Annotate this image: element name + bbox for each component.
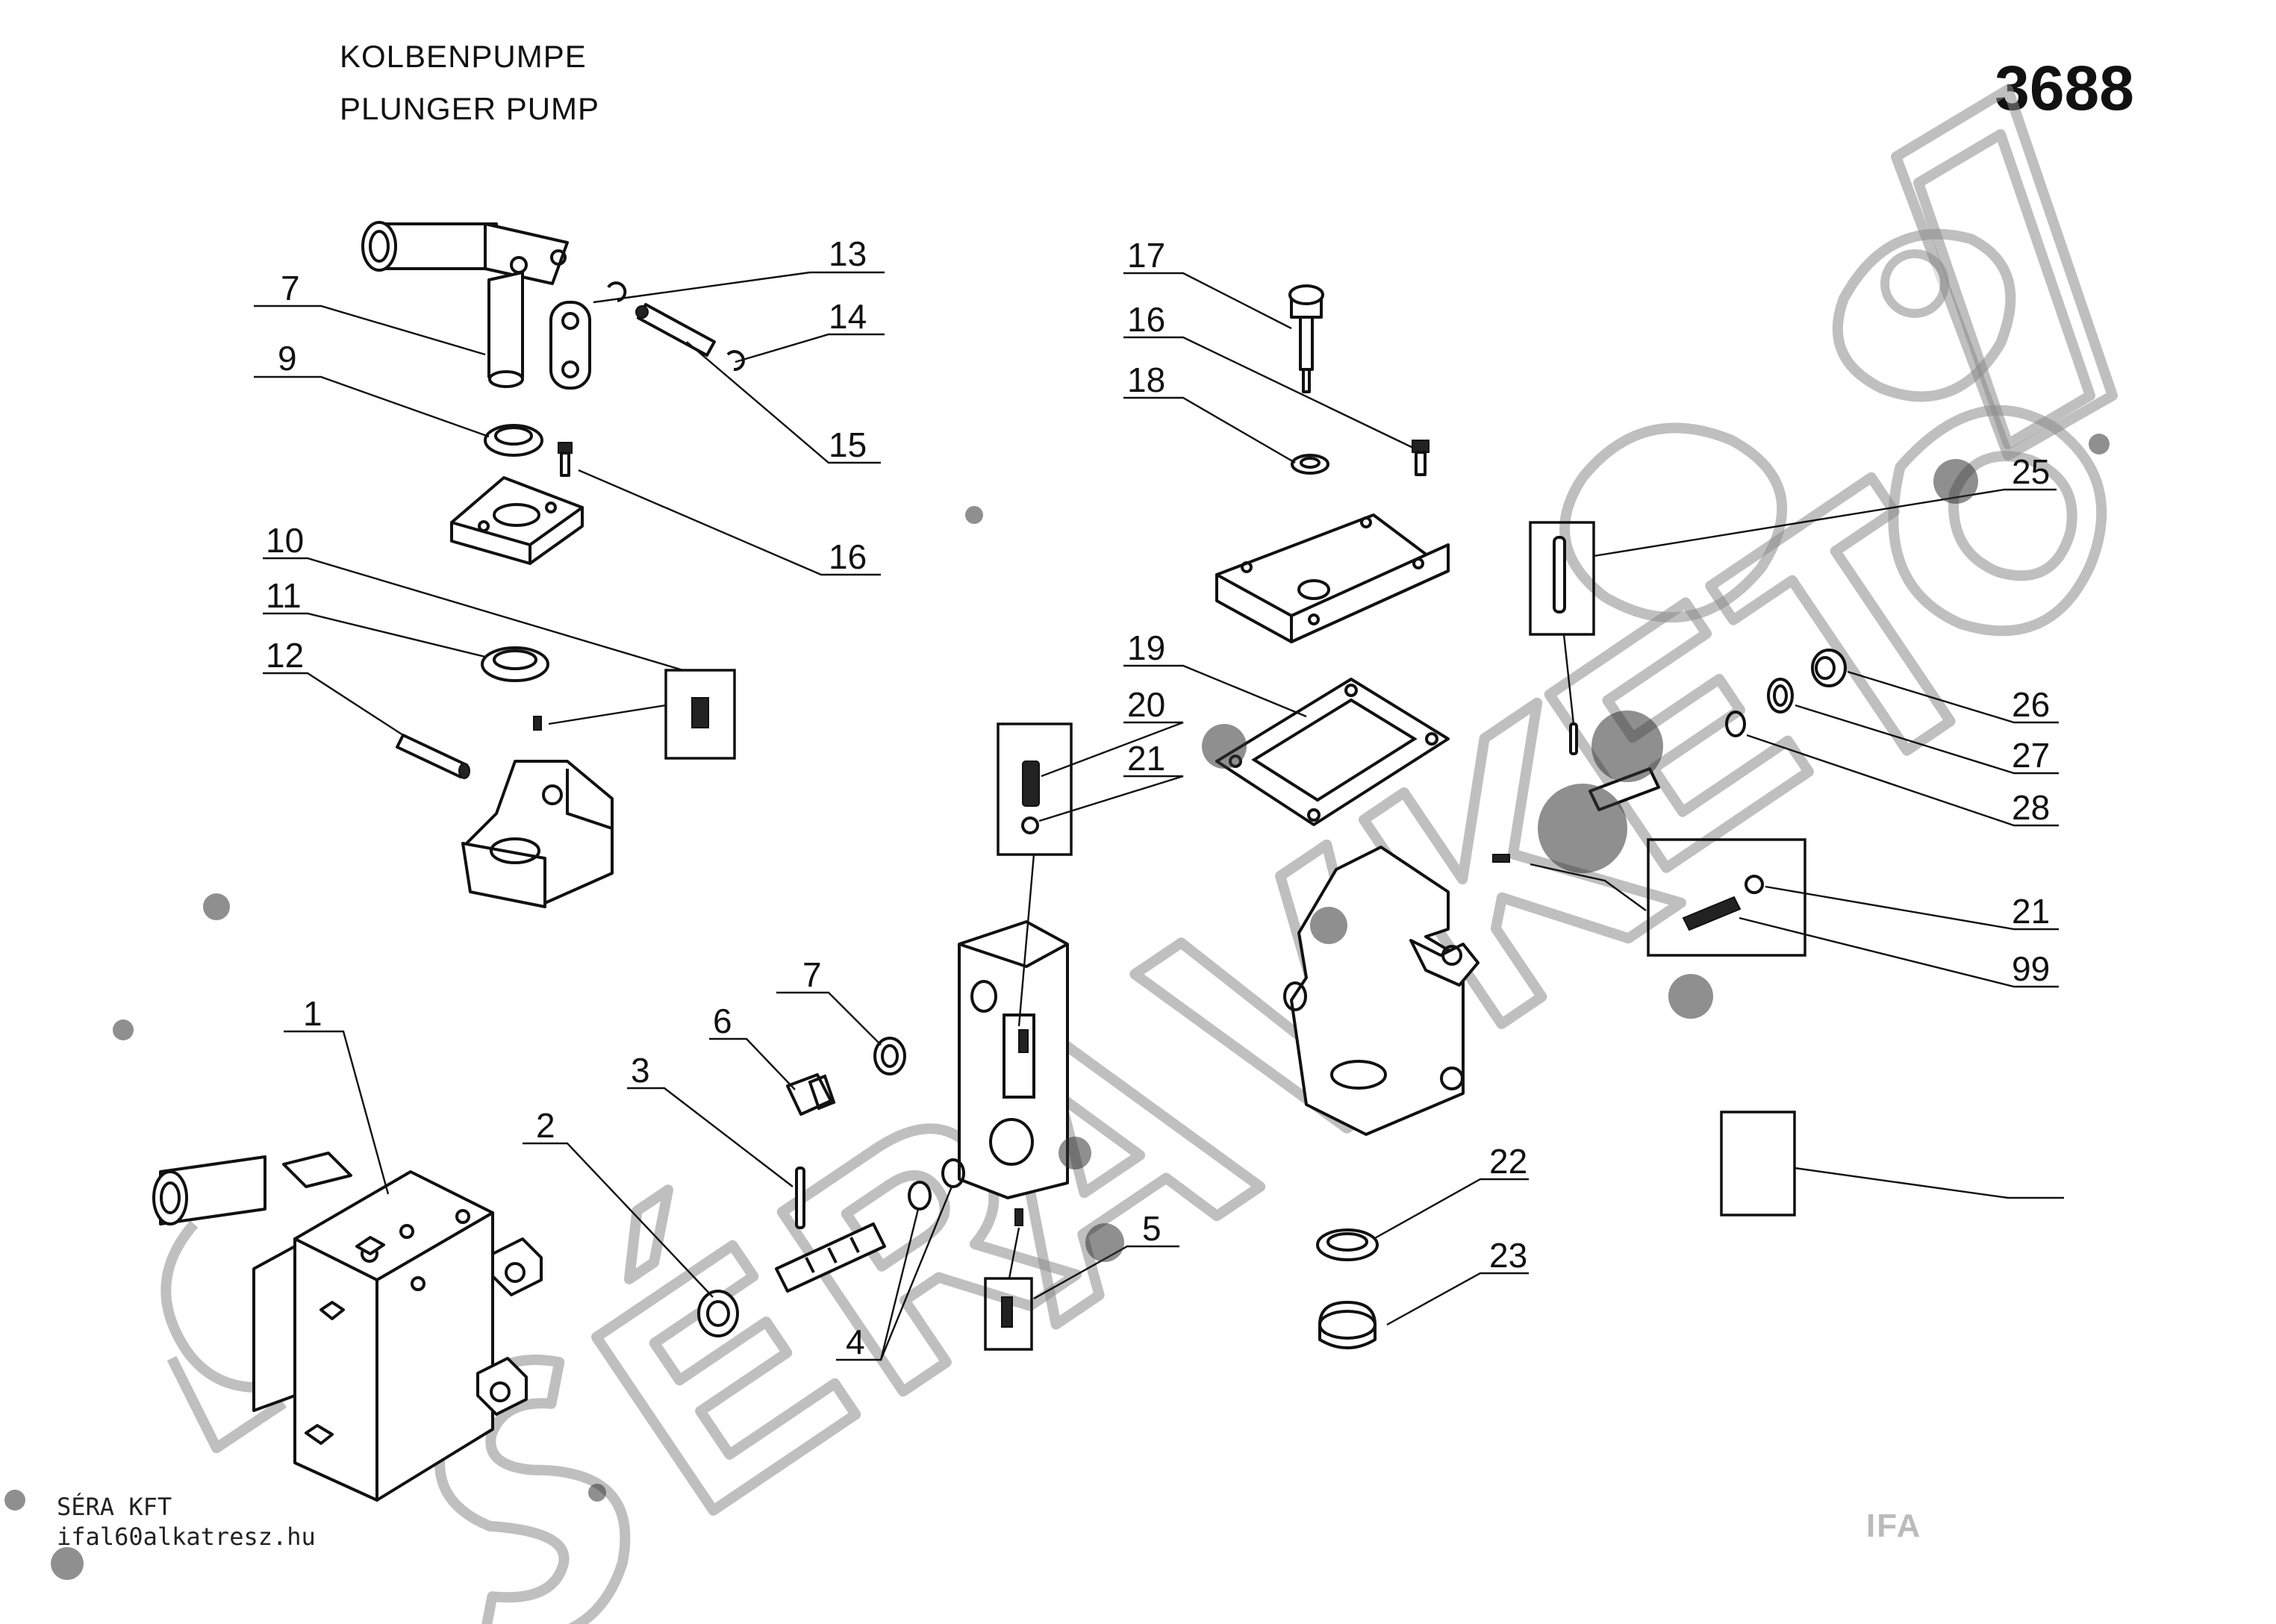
detail-box-5 — [984, 1277, 1033, 1351]
detail-box-10 — [664, 669, 736, 760]
footer-brand: IFA — [1866, 1508, 1922, 1544]
part-valve-17 — [1288, 284, 1324, 393]
callout-16-left: 16 — [829, 537, 867, 576]
part-seal-18 — [1291, 454, 1329, 475]
part-orings-4 — [908, 1158, 965, 1211]
detail-box-24 — [1529, 521, 1595, 636]
part-pin-15 — [635, 303, 716, 357]
detail-box-20-21 — [997, 722, 1073, 856]
part-spring-small-10 — [533, 716, 542, 731]
callout-2: 2 — [536, 1106, 555, 1145]
part-pump-assembly-1 — [152, 1152, 543, 1502]
part-screw-16a — [558, 442, 573, 477]
part-pump-body-upper — [461, 760, 614, 908]
part-spring-20 — [1022, 761, 1040, 807]
part-seal-ring-9 — [484, 424, 543, 457]
part-pin-12 — [396, 734, 470, 779]
part-detail-spring-10 — [691, 697, 709, 728]
callout-21-right: 21 — [2012, 892, 2050, 931]
part-99-box — [1720, 1111, 1796, 1217]
part-seal-7 — [873, 1037, 906, 1075]
part-seal-22 — [1316, 1228, 1379, 1261]
scan-noise — [4, 434, 2110, 1580]
watermark-lettering — [434, 405, 2107, 1624]
callout-5: 5 — [1142, 1209, 1162, 1248]
part-link-plate — [549, 301, 591, 390]
callout-8: 7 — [281, 269, 300, 307]
callout-1: 1 — [303, 994, 322, 1033]
callout-6: 6 — [713, 1002, 732, 1040]
part-gasket-19 — [1215, 678, 1450, 826]
callout-12: 12 — [266, 636, 304, 675]
callout-22: 22 — [1489, 1142, 1527, 1181]
detail-box-21-28 — [1647, 838, 1806, 957]
leader-lines — [254, 271, 2064, 1361]
callout-10: 10 — [266, 521, 304, 560]
callout-7: 7 — [802, 955, 822, 994]
callout-17: 17 — [1127, 236, 1165, 275]
part-pump-body-right — [1283, 846, 1480, 1136]
callout-16-right: 16 — [1127, 300, 1165, 339]
part-seal-ring-11 — [481, 646, 549, 682]
callout-15: 15 — [829, 425, 867, 464]
part-ball-21a — [1021, 816, 1039, 834]
footer-website: ifal60alkatresz.hu — [57, 1522, 316, 1551]
callout-labels: 7 9 13 14 15 16 10 11 12 17 16 18 25 19 … — [266, 234, 2050, 1361]
callout-14: 14 — [829, 297, 867, 336]
part-plug-6 — [786, 1073, 836, 1116]
part-oring-27 — [1725, 710, 1746, 737]
part-plunger — [775, 1222, 886, 1293]
part-screw-16b — [1412, 440, 1429, 476]
part-circlip-14 — [726, 350, 745, 372]
callout-11: 11 — [266, 576, 302, 615]
callout-23: 23 — [1489, 1236, 1527, 1275]
callout-19: 19 — [1127, 628, 1165, 667]
callout-24: 25 — [2012, 452, 2050, 491]
part-flange-cover — [450, 476, 584, 565]
diagram-title-english: PLUNGER PUMP — [340, 91, 600, 126]
part-valve-block — [958, 920, 1069, 1199]
part-seal-26 — [1767, 678, 1794, 713]
part-cap-23 — [1318, 1301, 1376, 1349]
part-cover-plate — [1215, 513, 1450, 643]
part-ball-21b — [1745, 875, 1764, 894]
footer-company: SÉRA KFT — [57, 1493, 172, 1521]
part-spring-28 — [1682, 896, 1742, 931]
part-pin-24 — [1553, 536, 1578, 755]
callout-27: 28 — [2012, 788, 2050, 827]
part-pin-3 — [795, 1167, 805, 1229]
callout-4: 4 — [846, 1322, 865, 1361]
callout-18: 18 — [1127, 360, 1165, 399]
part-detail-spring-5 — [1001, 1296, 1013, 1328]
part-spring-5 — [1014, 1208, 1023, 1226]
callout-21-center: 21 — [1127, 739, 1165, 778]
callout-9: 9 — [278, 339, 297, 378]
diagram-title-german: KOLBENPUMPE — [340, 39, 587, 74]
callout-13: 13 — [829, 234, 867, 273]
callout-25: 26 — [2012, 685, 2050, 724]
part-seal-2 — [697, 1290, 739, 1337]
callout-26: 27 — [2012, 736, 2050, 775]
callout-20: 20 — [1127, 685, 1165, 724]
callout-3: 3 — [631, 1051, 650, 1090]
callout-28: 99 — [2012, 949, 2050, 988]
part-handle-lever — [361, 221, 569, 388]
part-plug-25 — [1811, 649, 1847, 687]
